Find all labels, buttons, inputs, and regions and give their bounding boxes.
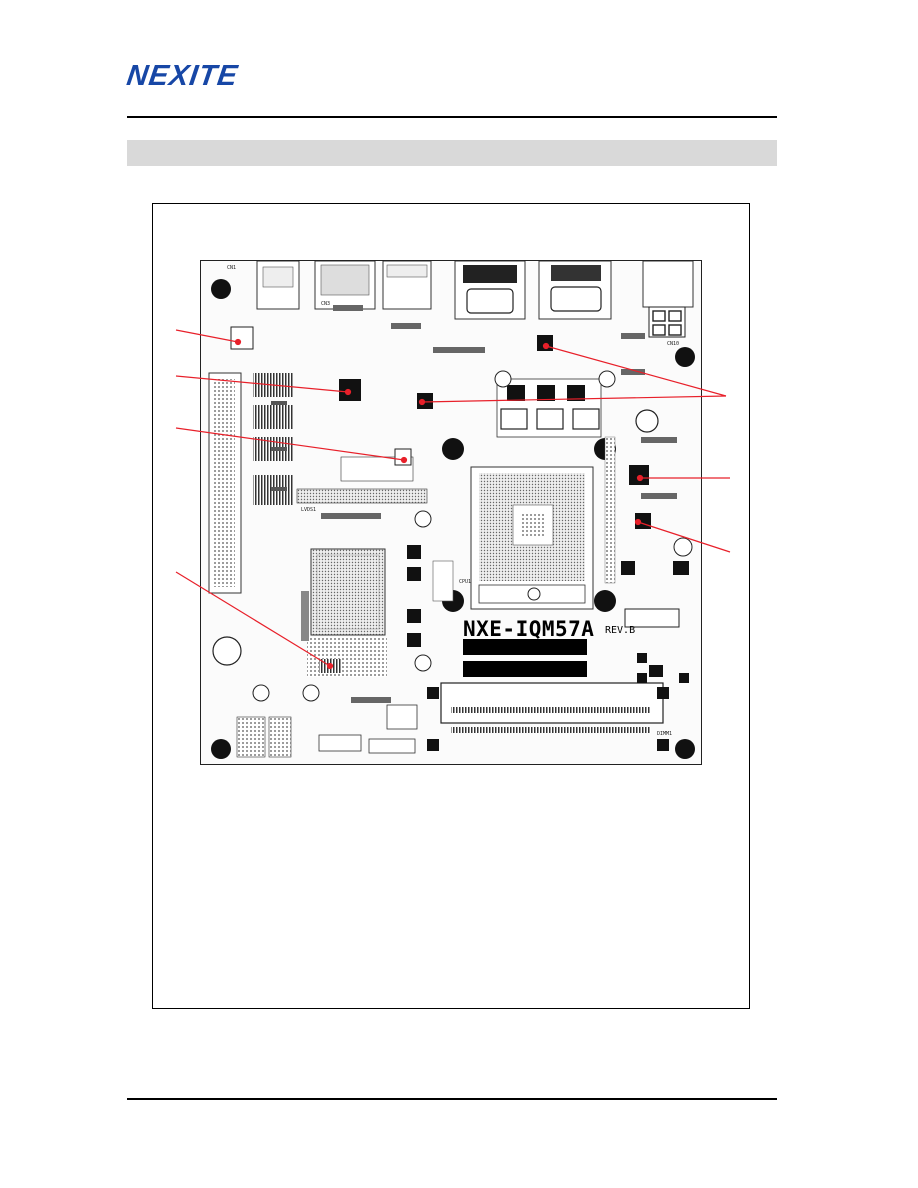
callout-line-5: [545, 345, 727, 397]
callout-marker-1: [234, 338, 242, 346]
callout-line-2: [175, 375, 349, 393]
callout-marker-3: [400, 456, 408, 464]
callout-marker-4: [326, 662, 334, 670]
callout-line-8: [637, 521, 731, 553]
callout-marker-6: [418, 398, 426, 406]
callout-line-3: [175, 427, 405, 461]
board-model-label: NXE-IQM57A: [463, 617, 595, 641]
sn-label: S/N: [467, 663, 487, 676]
silkscreen-cpu: CPU1: [459, 579, 472, 585]
callout-marker-2: [344, 388, 352, 396]
motherboard-image: CN1 CN3 CN10 CPU1 LVDS1 DIMM1 NXE-IQM57A…: [200, 260, 702, 765]
silkscreen-dimm: DIMM1: [657, 731, 673, 737]
motherboard-drawing: [208, 261, 695, 759]
silkscreen-cn3: CN3: [321, 301, 331, 307]
header-rule: [127, 116, 777, 118]
mac-label: MAC: [467, 641, 487, 654]
figure-frame: [152, 203, 750, 1009]
callout-marker-5: [542, 342, 550, 350]
silkscreen-cn10: CN10: [667, 341, 680, 347]
callout-marker-8: [634, 518, 642, 526]
callout-line-6: [421, 395, 727, 403]
footer-rule: [127, 1098, 777, 1100]
section-heading-bar: [127, 140, 777, 166]
silkscreen-cn1: CN1: [227, 265, 237, 271]
callout-marker-7: [636, 474, 644, 482]
board-revision-label: REV.B: [605, 625, 636, 636]
silkscreen-lvds: LVDS1: [301, 507, 317, 513]
callout-line-4: [175, 571, 331, 667]
callout-line-1: [175, 329, 239, 343]
